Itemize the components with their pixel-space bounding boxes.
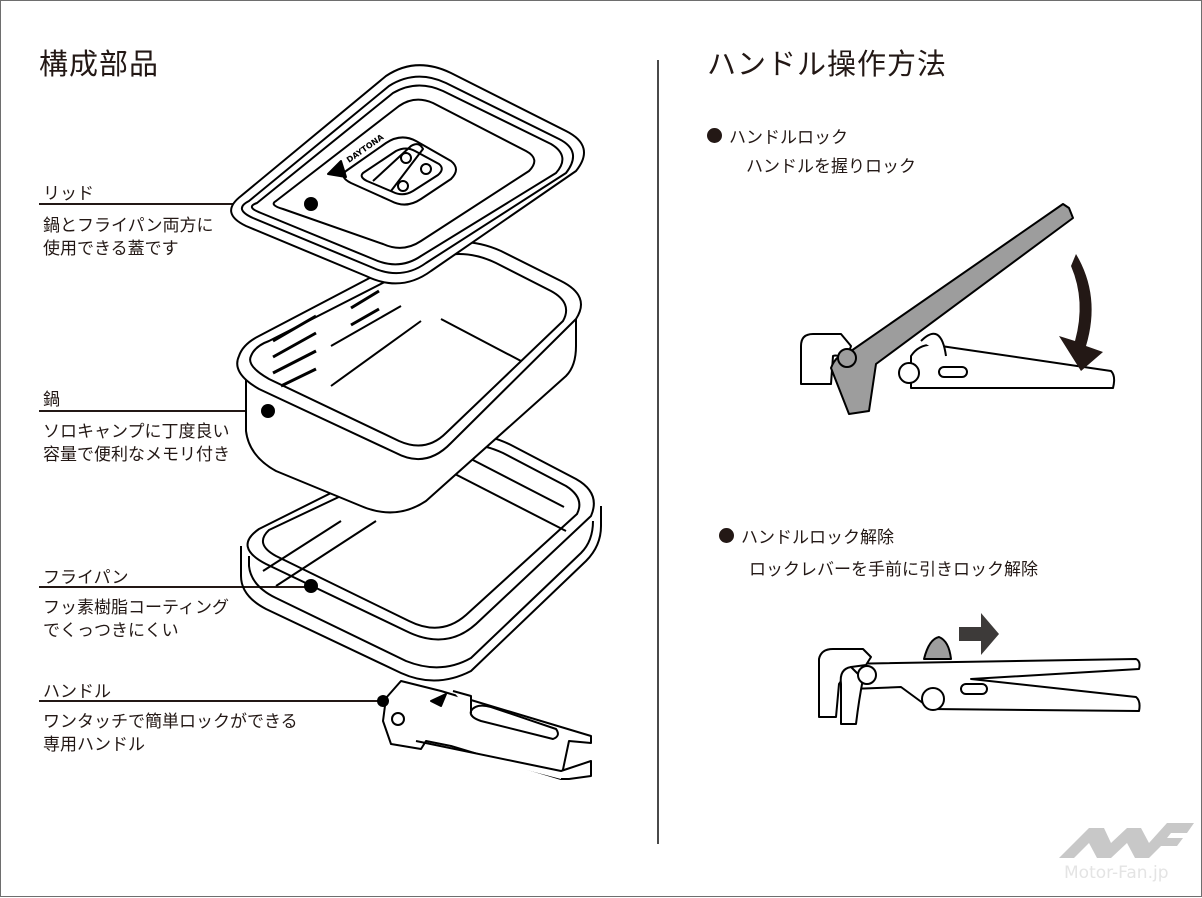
part-desc-fryingpan: フッ素樹脂コーティング でくっつきにくい	[43, 598, 229, 641]
section-divider	[657, 60, 659, 844]
parts-heading: 構成部品	[39, 47, 160, 81]
motorfan-logo-icon	[1059, 823, 1194, 858]
leader-line-pot	[39, 410, 264, 412]
leader-line-fryingpan	[39, 586, 305, 588]
part-label-fryingpan: フライパン	[43, 568, 129, 588]
leader-dot-pot	[261, 404, 275, 418]
part-label-lid: リッド	[43, 184, 94, 204]
pivot-circle	[857, 665, 877, 685]
watermark-text: Motor-Fan.jp	[1064, 863, 1169, 883]
part-desc-handle: ワンタッチで簡単ロックができる 専用ハンドル	[43, 712, 298, 755]
step-unlock-title-text: ハンドルロック解除	[741, 528, 894, 548]
release-lever	[923, 636, 952, 660]
leader-dot-fryingpan	[304, 579, 318, 593]
pull-right-arrow-icon	[959, 613, 999, 655]
pot-volume-markings	[272, 289, 380, 388]
pivot-circle	[898, 362, 920, 384]
handle-illustration	[382, 680, 592, 780]
leader-line-lid	[39, 203, 305, 205]
part-label-handle: ハンドル	[43, 682, 111, 702]
step-lock-title-text: ハンドルロック	[729, 128, 848, 148]
handle-body	[840, 658, 1141, 712]
lid-illustration	[230, 64, 585, 285]
bullet-icon	[719, 528, 734, 543]
slot	[938, 366, 968, 378]
part-desc-pot: ソロキャンプに丁度良い 容量で便利なメモリ付き	[43, 422, 230, 465]
part-label-pot: 鍋	[43, 390, 60, 410]
handle-unlock-illustration	[818, 613, 1141, 725]
leader-dot-handle	[377, 695, 389, 707]
step-unlock-title: ハンドルロック解除	[719, 523, 894, 548]
press-down-arrow-icon	[1059, 254, 1103, 371]
leader-dots	[261, 197, 389, 707]
leader-dot-lid	[304, 197, 318, 211]
step-unlock-instruction: ロックレバーを手前に引きロック解除	[749, 560, 1038, 580]
handle-head	[800, 333, 852, 385]
leader-line-handle	[39, 700, 379, 702]
part-desc-lid: 鍋とフライパン両方に 使用できる蓋です	[43, 216, 214, 259]
slot	[960, 683, 988, 695]
exploded-parts-illustration: DAYTONA	[230, 64, 602, 780]
operation-heading: ハンドル操作方法	[707, 47, 948, 81]
pot-illustration	[236, 241, 582, 514]
bullet-icon	[707, 128, 722, 143]
handle-lock-illustration	[800, 203, 1116, 415]
step-lock-instruction: ハンドルを握りロック	[746, 157, 916, 177]
step-lock-title: ハンドルロック	[707, 123, 848, 148]
lever-pivot	[837, 348, 857, 368]
